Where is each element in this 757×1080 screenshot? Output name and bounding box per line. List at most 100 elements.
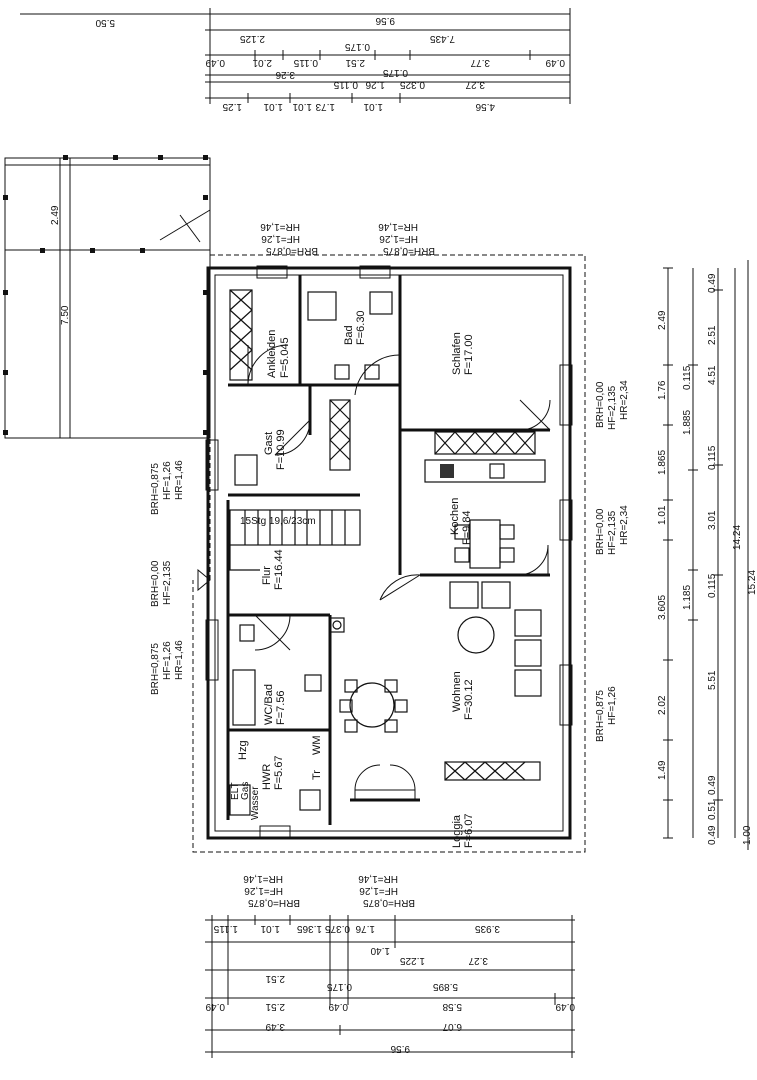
win-left-gast-1: BRH=0,875 [150, 463, 161, 515]
room-wohnen-area: F=30.12 [463, 679, 475, 720]
dim-right-3-4: 0.115 [707, 573, 718, 598]
room-hwr-name: HWR [261, 764, 273, 790]
win-top-right-1: BRH=0,875 [383, 245, 435, 256]
dim-top-5-4: 3.27 [465, 79, 485, 90]
room-ankleiden-name: Ankleiden [266, 330, 278, 378]
dim-right-3-2: 4.51 [707, 365, 718, 385]
dim-top-5-1: 0.115 [333, 79, 358, 90]
room-loggia-area: F=6.07 [463, 813, 475, 848]
fixture-wasser: Wasser [250, 786, 261, 820]
bottom-dimension-chains: 1.115 1.01 1.365 0.375 1.76 3.935 1.40 1… [205, 915, 575, 1058]
win-right-kochen-3: HR=2,34 [619, 505, 630, 545]
dim-top-6-4: 1.01 [363, 101, 383, 112]
carport: 2.49 7.50 [3, 155, 211, 439]
win-top-right-3: HR=1,46 [378, 221, 418, 232]
win-left-flur-2: HF=2,135 [162, 560, 173, 605]
dim-bot-1-5: 3.935 [475, 923, 500, 934]
win-right-kochen-1: BRH=0,00 [595, 508, 606, 555]
room-wcbad-name: WC/Bad [263, 684, 275, 725]
dim-right-1-1: 1.76 [657, 380, 668, 400]
win-bottom-right-3: HR=1,46 [358, 873, 398, 884]
win-left-flur-1: BRH=0,00 [150, 560, 161, 607]
dim-top-1-0: 5.50 [95, 17, 115, 28]
dim-bot-1-1: 1.01 [260, 923, 280, 934]
window-labels-top: BRH=0,875 HF=1,26 HR=1,46 BRH=0,875 HF=1… [260, 221, 435, 256]
room-wcbad-area: F=7.56 [275, 690, 287, 725]
dim-right-1-7: 0.49 [707, 825, 718, 845]
dim-right-5-0: 15.24 [747, 570, 757, 595]
dim-bot-1-0: 1.115 [213, 923, 238, 934]
dim-bot-2-0: 1.40 [370, 945, 390, 956]
dim-top-5-0: 3.26 [275, 69, 295, 80]
dim-top-6-5: 4.56 [475, 101, 495, 112]
dim-right-2-0: 0.115 [682, 365, 693, 390]
dim-right-3-5: 5.51 [707, 670, 718, 690]
room-bad-area: F=6.30 [355, 310, 367, 345]
carport-width: 2.49 [50, 205, 61, 225]
window-labels-right: BRH=0,00 HF=2,135 HR=2,34 BRH=0,00 HF=2,… [595, 380, 630, 742]
dim-right-1-4: 3.605 [657, 595, 668, 620]
room-gast-name: Gast [263, 432, 275, 455]
dim-top-3-1: 0.175 [345, 41, 370, 52]
dim-bot-4-3: 5.58 [442, 1001, 462, 1012]
win-right-kochen-2: HF=2,135 [607, 510, 618, 555]
fixture-elt: ELT [230, 782, 241, 800]
dim-top-5-2: 1.26 [365, 79, 385, 90]
win-top-left-3: HR=1,46 [260, 221, 300, 232]
room-schlafen-area: F=17.00 [463, 334, 475, 375]
win-left-gast-3: HR=1,46 [174, 460, 185, 500]
win-bottom-right-2: HF=1,26 [359, 885, 398, 896]
dim-top-6-1: 1.01 [263, 101, 283, 112]
house-walls [197, 265, 573, 840]
dim-right-2-2: 0.115 [707, 445, 718, 470]
dim-right-2-4: 0.51 [707, 800, 718, 820]
win-left-wc-3: HR=1,46 [174, 640, 185, 680]
room-kochen-name: Kochen [449, 498, 461, 535]
room-loggia-name: Loggia [451, 814, 463, 848]
room-labels: Ankleiden F=5.045 Bad F=6.30 Schlafen F=… [230, 310, 475, 848]
dim-bot-2-2: 3.27 [468, 955, 488, 966]
dim-right-4-0: 14.24 [732, 525, 743, 550]
dim-bot-1-3: 0.375 [325, 923, 350, 934]
fixture-wm: WM [311, 735, 323, 755]
fixture-hzg: Hzg [237, 740, 249, 760]
fixture-tr: Tr [311, 770, 323, 780]
window-labels-left: BRH=0,875 HF=1,26 HR=1,46 BRH=0,00 HF=2,… [150, 460, 185, 695]
dim-top-4-1: 2.01 [252, 57, 272, 68]
room-gast-area: F=10.99 [275, 429, 287, 470]
stairs-label: 15Stg 19,6/23cm [240, 516, 316, 527]
right-dimension-chains: 2.49 1.76 1.865 1.01 3.605 2.02 1.49 0.4… [657, 260, 757, 850]
win-top-right-2: HF=1,26 [379, 233, 418, 244]
dim-bot-3-0: 2.51 [265, 973, 285, 984]
win-right-wohnen-1: BRH=0,875 [595, 690, 606, 742]
dim-bot-4-2: 0.49 [328, 1001, 348, 1012]
dim-right-1-3: 1.01 [657, 505, 668, 525]
dim-top-6-0: 1.25 [222, 101, 242, 112]
room-ankleiden-area: F=5.045 [279, 337, 291, 378]
dim-top-3-2: 7.435 [430, 33, 455, 44]
window-labels-bottom: BRH=0,875 HF=1,26 HR=1,46 BRH=0,875 HF=1… [243, 873, 415, 908]
dim-right-1-5: 2.02 [657, 695, 668, 715]
room-hwr-area: F=5.67 [273, 755, 285, 790]
win-top-left-2: HF=1,26 [261, 233, 300, 244]
dim-right-3-1: 2.51 [707, 325, 718, 345]
dim-top-4-6: 0.49 [545, 57, 565, 68]
dim-right-1-0: 2.49 [657, 310, 668, 330]
dim-top-5-3: 0.325 [400, 79, 425, 90]
win-bottom-left-2: HF=1,26 [244, 885, 283, 896]
dim-bot-6-0: 9.56 [390, 1043, 410, 1054]
dim-right-3-3: 3.01 [707, 510, 718, 530]
dim-top-4-4: 0.175 [383, 67, 408, 78]
dim-right-5-1: 1.00 [742, 825, 753, 845]
room-flur-name: Flur [261, 566, 273, 585]
dim-right-2-1: 1.885 [682, 410, 693, 435]
dim-top-3-0: 2.125 [240, 33, 265, 44]
carport-length: 7.50 [60, 305, 71, 325]
win-bottom-left-3: HR=1,46 [243, 873, 283, 884]
dim-right-1-6: 1.49 [657, 760, 668, 780]
dim-top-4-0: 0.49 [205, 57, 225, 68]
dim-top-6-2: 1.01 [292, 101, 312, 112]
dim-bot-5-1: 6.07 [442, 1021, 462, 1032]
room-kochen-area: F=9.84 [461, 510, 473, 545]
